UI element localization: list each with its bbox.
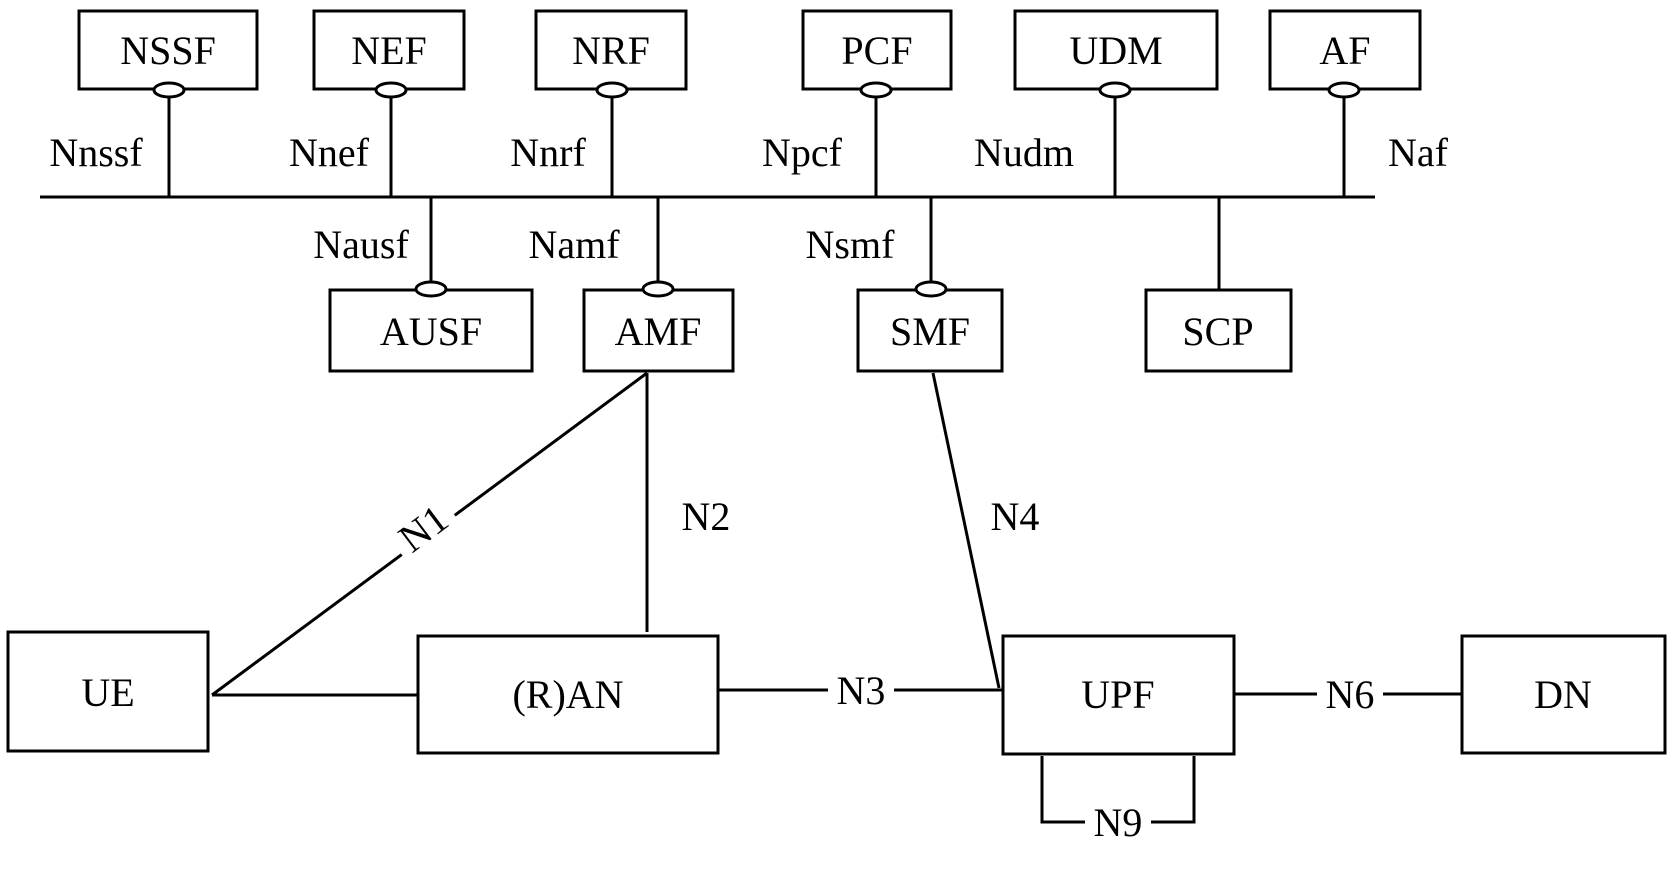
naf-label: Naf: [1388, 130, 1449, 175]
dn-box: [1460, 634, 1667, 755]
npcf-label: Npcf: [762, 130, 843, 175]
amf-port: [641, 280, 675, 298]
scp-box: [1144, 288, 1293, 373]
nssf-port: [152, 81, 186, 99]
nssf-label: NSSF: [120, 28, 216, 73]
nnssf-label: Nnssf: [49, 130, 143, 175]
ue-box: [6, 630, 210, 753]
udm-box: [1013, 9, 1219, 91]
n2-label: N2: [682, 494, 731, 539]
af-box: [1268, 9, 1422, 91]
n4-link: [931, 372, 1001, 689]
n3-label-bg: [828, 668, 894, 712]
udm-label: UDM: [1069, 28, 1162, 73]
nnrf-label: Nnrf: [510, 130, 586, 175]
dn-label: DN: [1534, 672, 1592, 717]
ran-box: [416, 634, 720, 755]
amf-label: AMF: [615, 309, 702, 354]
smf-port: [914, 280, 948, 298]
namf-label: Namf: [528, 222, 620, 267]
n9-label-bg: [1085, 800, 1151, 844]
smf-label: SMF: [890, 309, 970, 354]
nsmf-label: Nsmf: [806, 222, 896, 267]
upf-label: UPF: [1081, 672, 1154, 717]
nrf-box: [534, 9, 688, 91]
pcf-port: [859, 81, 893, 99]
nssf-box: [77, 9, 259, 91]
nudm-label: Nudm: [974, 130, 1074, 175]
nef-port: [374, 81, 408, 99]
pcf-label: PCF: [841, 28, 912, 73]
udm-port: [1098, 81, 1132, 99]
ausf-label: AUSF: [380, 309, 482, 354]
af-port: [1327, 81, 1361, 99]
scp-label: SCP: [1182, 309, 1253, 354]
nrf-port: [595, 81, 629, 99]
pcf-box: [801, 9, 953, 91]
ue-label: UE: [81, 670, 134, 715]
ausf-port: [414, 280, 448, 298]
n6-label: N6: [1326, 672, 1375, 717]
n6-label-bg: [1317, 672, 1383, 716]
n9-label: N9: [1094, 800, 1143, 845]
n3-label: N3: [837, 668, 886, 713]
nef-label: NEF: [351, 28, 427, 73]
af-label: AF: [1319, 28, 1370, 73]
nnef-label: Nnef: [289, 130, 370, 175]
ran-label: (R)AN: [512, 672, 623, 717]
nausf-label: Nausf: [313, 222, 409, 267]
n1-label-bg: [383, 490, 463, 566]
n4-label: N4: [991, 494, 1040, 539]
upf-box: [1001, 634, 1236, 756]
nef-box: [312, 9, 466, 91]
nrf-label: NRF: [572, 28, 650, 73]
